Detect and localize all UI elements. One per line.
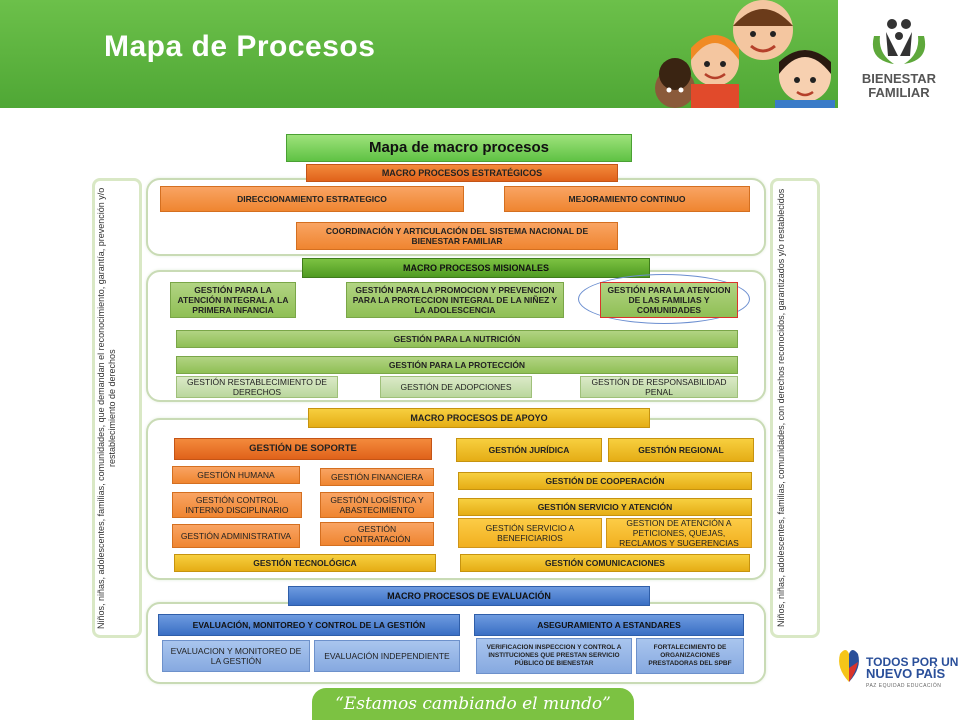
- gov-line-2: NUEVO PAÍS: [866, 666, 946, 681]
- diagram-title: Mapa de macro procesos: [286, 134, 632, 162]
- comunicaciones-box: GESTIÓN COMUNICACIONES: [460, 554, 750, 572]
- direccionamiento-box: DIRECCIONAMIENTO ESTRATEGICO: [160, 186, 464, 212]
- humana-box: GESTIÓN HUMANA: [172, 466, 300, 484]
- monitoreo-box: EVALUACIÓN, MONITOREO Y CONTROL DE LA GE…: [158, 614, 460, 636]
- logistica-box: GESTIÓN LOGÍSTICA Y ABASTECIMIENTO: [320, 492, 434, 518]
- tecnologica-box: GESTIÓN TECNOLÓGICA: [174, 554, 436, 572]
- right-output-text: Niños, niñas, adolescentes, familias, co…: [776, 188, 786, 628]
- financiera-box: GESTIÓN FINANCIERA: [320, 468, 434, 486]
- nutricion-box: GESTIÓN PARA LA NUTRICIÓN: [176, 330, 738, 348]
- contratacion-box: GESTIÓN CONTRATACIÓN: [320, 522, 434, 546]
- aseguramiento-box: ASEGURAMIENTO A ESTANDARES: [474, 614, 744, 636]
- slogan-banner: “Estamos cambiando el mundo”: [312, 688, 634, 720]
- logo-text: BIENESTAR FAMILIAR: [854, 72, 944, 100]
- highlight-ellipse: [578, 274, 750, 324]
- servicio-box: GESTIÓN SERVICIO Y ATENCIÓN: [458, 498, 752, 516]
- left-input-bar: [92, 178, 142, 638]
- left-input-text: Niños, niñas, adolescentes, familias, co…: [96, 187, 117, 629]
- logo-line-2: FAMILIAR: [868, 85, 930, 100]
- peticiones-box: GESTION DE ATENCIÓN A PETICIONES, QUEJAS…: [606, 518, 752, 548]
- proteccion-box: GESTIÓN PARA LA PROTECCIÓN: [176, 356, 738, 374]
- cooperacion-box: GESTIÓN DE COOPERACIÓN: [458, 472, 752, 490]
- primera-infancia-box: GESTIÓN PARA LA ATENCIÓN INTEGRAL A LA P…: [170, 282, 296, 318]
- gov-line-3: PAZ EQUIDAD EDUCACIÓN: [866, 683, 942, 689]
- estrategicos-header: MACRO PROCESOS ESTRATÉGICOS: [306, 164, 618, 182]
- logo-line-1: BIENESTAR: [861, 71, 937, 86]
- coordinacion-box: COORDINACIÓN Y ARTICULACIÓN DEL SISTEMA …: [296, 222, 618, 250]
- children-illustration: [655, 0, 835, 108]
- regional-box: GESTIÓN REGIONAL: [608, 438, 754, 462]
- gov-logo-text: TODOS POR UN NUEVO PAÍS: [866, 656, 958, 680]
- verificacion-box: VERIFICACION INSPECCION Y CONTROL A INST…: [476, 638, 632, 674]
- evaluacion-header: MACRO PROCESOS DE EVALUACIÓN: [288, 586, 650, 606]
- gov-line-1: TODOS POR UN: [866, 655, 959, 669]
- beneficiarios-box: GESTIÓN SERVICIO A BENEFICIARIOS: [458, 518, 602, 548]
- apoyo-header: MACRO PROCESOS DE APOYO: [308, 408, 650, 428]
- promocion-box: GESTIÓN PARA LA PROMOCION Y PREVENCION P…: [346, 282, 564, 318]
- familias-box: GESTIÓN PARA LA ATENCION DE LAS FAMILIAS…: [600, 282, 738, 318]
- responsabilidad-box: GESTIÓN DE RESPONSABILIDAD PENAL: [580, 376, 738, 398]
- control-box: GESTIÓN CONTROL INTERNO DISCIPLINARIO: [172, 492, 302, 518]
- colombia-heart-icon: [839, 650, 859, 682]
- juridica-box: GESTIÓN JURÍDICA: [456, 438, 602, 462]
- eval-monitoreo-box: EVALUACION Y MONITOREO DE LA GESTIÓN: [162, 640, 310, 672]
- right-output-bar: [770, 178, 820, 638]
- adopciones-box: GESTIÓN DE ADOPCIONES: [380, 376, 532, 398]
- restablecimiento-box: GESTIÓN RESTABLECIMIENTO DE DERECHOS: [176, 376, 338, 398]
- header-banner: Mapa de Procesos: [0, 0, 838, 108]
- independiente-box: EVALUACIÓN INDEPENDIENTE: [314, 640, 460, 672]
- page-title: Mapa de Procesos: [104, 30, 376, 63]
- fortalecimiento-box: FORTALECIMIENTO DE ORGANIZACIONES PRESTA…: [636, 638, 744, 674]
- misionales-header: MACRO PROCESOS MISIONALES: [302, 258, 650, 278]
- logo-area: [838, 0, 960, 108]
- administrativa-box: GESTIÓN ADMINISTRATIVA: [172, 524, 300, 548]
- soporte-box: GESTIÓN DE SOPORTE: [174, 438, 432, 460]
- mejoramiento-box: MEJORAMIENTO CONTINUO: [504, 186, 750, 212]
- bienestar-familiar-logo-icon: [872, 19, 926, 64]
